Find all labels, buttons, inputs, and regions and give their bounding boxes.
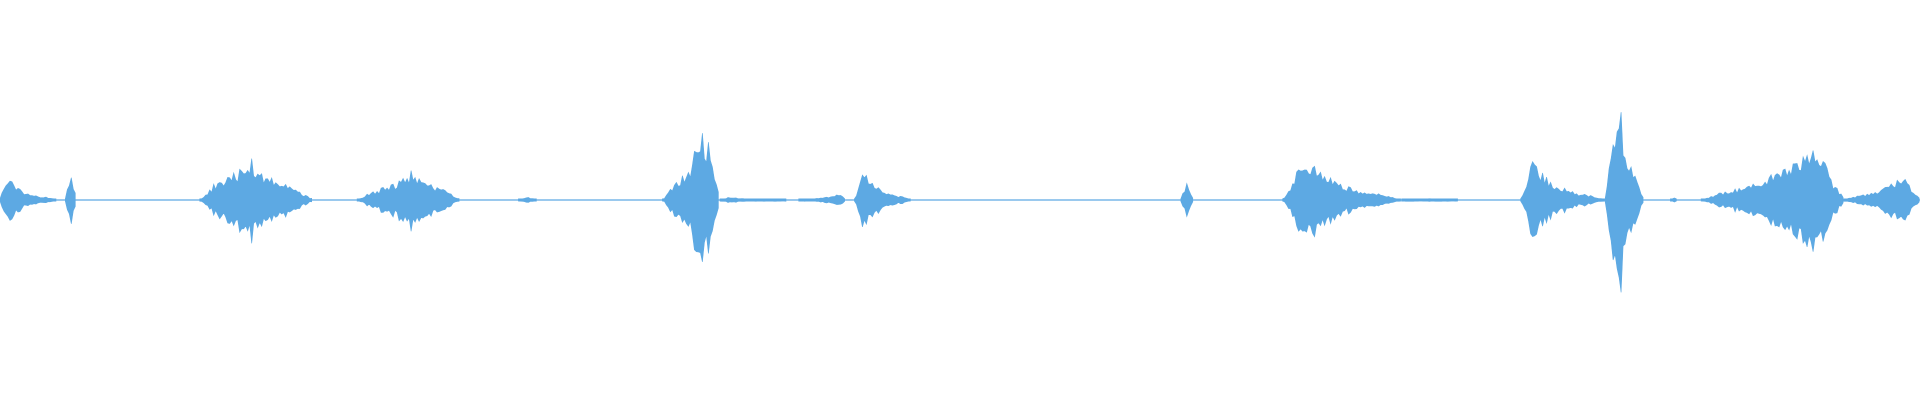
waveform-layer — [0, 112, 1920, 293]
waveform-segment — [518, 197, 537, 203]
waveform-segment — [0, 180, 57, 221]
waveform-segment — [1842, 178, 1920, 221]
waveform-segment — [662, 133, 719, 262]
waveform-segment — [798, 194, 845, 205]
waveform-segment — [854, 174, 911, 227]
waveform-segment — [1700, 150, 1844, 252]
waveform-segment — [65, 177, 76, 224]
waveform-segment — [1180, 182, 1194, 218]
waveform-segment — [356, 170, 460, 232]
waveform-segment — [199, 158, 312, 244]
waveform-segment — [719, 197, 787, 203]
waveform-segment — [1401, 198, 1458, 202]
waveform-segment — [1282, 165, 1401, 238]
waveform-segment — [1520, 161, 1605, 237]
waveform-segment — [1670, 197, 1677, 203]
waveform-segment — [1604, 112, 1644, 293]
